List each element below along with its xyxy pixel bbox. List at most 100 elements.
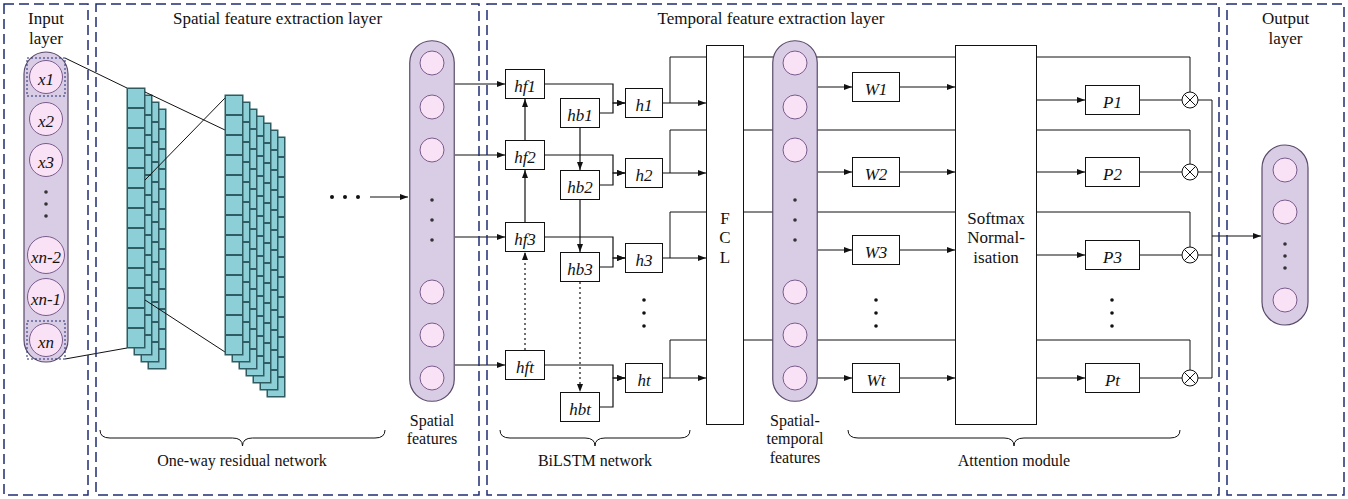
pill-shape <box>773 41 818 402</box>
node-label: Pt <box>1105 371 1120 391</box>
node-label: Softmax Normal- isation <box>960 209 1032 268</box>
node-label: x2 <box>38 112 54 132</box>
connector <box>818 249 852 250</box>
ellipsis-dot <box>343 195 347 199</box>
layer-region: Temporal feature extraction layerhf1hf2h… <box>486 3 1220 496</box>
weight-box: W3 <box>852 235 900 265</box>
projection-line <box>145 300 225 352</box>
ellipsis-dot <box>642 298 646 302</box>
region-title: Spatial feature extraction layer <box>173 9 382 29</box>
ellipsis-dot <box>874 324 878 328</box>
connector <box>579 128 580 170</box>
neuron-circle <box>420 95 444 119</box>
ellipsis-dot <box>44 202 48 206</box>
node-label: h1 <box>636 96 653 116</box>
residual-layer <box>225 95 243 355</box>
neuron-circle <box>783 323 807 347</box>
multiply-symbol <box>1182 247 1198 263</box>
input-neuron: x2 <box>29 102 63 136</box>
probability-box: P3 <box>1085 240 1140 270</box>
node-label: x3 <box>38 153 54 173</box>
neuron-circle <box>783 51 807 75</box>
hidden-state-box: h1 <box>625 88 663 118</box>
connector <box>1037 99 1085 100</box>
weight-box: Wt <box>852 363 900 393</box>
node-label: x1 <box>38 70 54 90</box>
multiply-symbol <box>1184 249 1195 260</box>
node-label: ht <box>637 371 650 391</box>
backward-lstm-cell: hb3 <box>560 252 600 282</box>
node-label: hb3 <box>567 260 593 280</box>
neuron-circle <box>783 280 807 304</box>
output-neuron <box>1273 200 1297 224</box>
weight-wire <box>1140 378 1182 379</box>
group-caption: Attention module <box>864 452 1164 470</box>
multiply-symbol <box>1184 166 1195 177</box>
forward-lstm-cell: hft <box>505 350 545 380</box>
neuron-circle <box>420 366 444 390</box>
multiply-symbol <box>1182 164 1198 180</box>
feature-pill: Spatial-temporal features <box>772 40 818 402</box>
node-label: W2 <box>865 165 888 185</box>
neuron-circle <box>420 323 444 347</box>
hidden-state-box: ht <box>625 363 663 393</box>
forward-lstm-cell: hf2 <box>505 140 545 170</box>
ellipsis-dot <box>1283 242 1287 246</box>
ellipsis-dot <box>330 195 334 199</box>
node-label: hf2 <box>514 148 536 168</box>
connector <box>455 154 505 155</box>
connector <box>818 86 852 87</box>
input-neuron: x1 <box>29 60 63 94</box>
connector <box>579 282 580 392</box>
group-caption: BiLSTM network <box>445 452 745 470</box>
connector <box>455 236 505 237</box>
pill-shape <box>409 40 455 402</box>
brace <box>100 430 385 446</box>
pill-caption: Spatial features <box>390 412 474 449</box>
pill-caption: Spatial-temporal features <box>753 406 837 467</box>
probability-box: P1 <box>1085 85 1140 115</box>
ellipsis-dot <box>1283 254 1287 258</box>
neuron-circle <box>420 51 444 75</box>
connector <box>600 378 625 407</box>
fcl-box: FCL <box>706 45 744 425</box>
node-label: hb2 <box>567 178 593 198</box>
receptive-box <box>27 58 65 96</box>
weight-wire <box>1140 100 1182 101</box>
connector <box>600 258 625 267</box>
ellipsis-dot <box>642 324 646 328</box>
node-label: hf1 <box>514 77 536 97</box>
connector <box>900 171 955 172</box>
forward-lstm-cell: hf1 <box>505 69 545 99</box>
feature-arrow <box>370 196 408 197</box>
backward-lstm-cell: hb1 <box>560 98 600 128</box>
residual-layer <box>127 88 145 348</box>
input-pill <box>24 52 68 362</box>
ellipsis-dot <box>430 198 434 202</box>
connector <box>1037 254 1085 255</box>
group-caption: One-way residual network <box>92 452 392 470</box>
node-label: hbt <box>569 400 591 420</box>
region-outline <box>487 4 1219 495</box>
region-outline <box>1227 4 1344 495</box>
connector <box>455 83 505 84</box>
forward-lstm-cell: hf3 <box>505 222 545 252</box>
node-label: xn <box>38 333 54 353</box>
connector <box>600 103 625 113</box>
neuron-circle <box>783 138 807 162</box>
connector <box>524 170 525 222</box>
neuron-circle <box>420 138 444 162</box>
node-label: hft <box>516 358 534 378</box>
node-label: hb1 <box>567 106 593 126</box>
neuron-circle <box>783 95 807 119</box>
hidden-state-box: h3 <box>625 243 663 273</box>
ellipsis-dot <box>793 238 797 242</box>
softmax-box: Softmax Normal- isation <box>955 45 1037 425</box>
weight-wire <box>1140 172 1182 173</box>
region-outline <box>96 4 479 495</box>
backward-lstm-cell: hb2 <box>560 170 600 200</box>
pill-shape <box>410 41 455 402</box>
